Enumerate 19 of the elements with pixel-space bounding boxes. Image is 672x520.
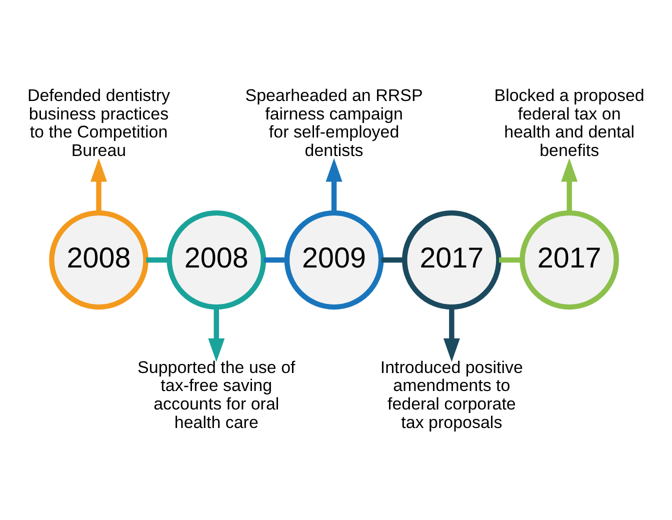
node-text: Supported the use of tax-free saving accounts for oral health care <box>138 358 296 432</box>
connector <box>381 257 404 263</box>
connector <box>146 257 170 263</box>
connector <box>264 257 287 263</box>
node-text: Blocked a proposed federal tax on health and dental benefits <box>494 86 644 160</box>
node-circle: 2008 <box>166 210 266 310</box>
arrow <box>561 158 578 213</box>
arrow <box>208 307 225 362</box>
arrow <box>443 307 460 362</box>
arrow <box>90 158 108 213</box>
node-circle: 2017 <box>520 210 619 310</box>
node-text: Spearheaded an RRSP fairness campaign for self-employed dentists <box>245 86 423 160</box>
connector <box>499 257 522 263</box>
node-circle: 2008 <box>49 210 148 310</box>
node-text: Defended dentistry business practices to the Competition Bureau <box>27 86 170 160</box>
node-text: Introduced positive amendments to federal corporate tax proposals <box>380 358 523 432</box>
arrow <box>326 158 342 213</box>
node-circle: 2009 <box>284 210 384 310</box>
node-circle: 2017 <box>402 210 502 310</box>
